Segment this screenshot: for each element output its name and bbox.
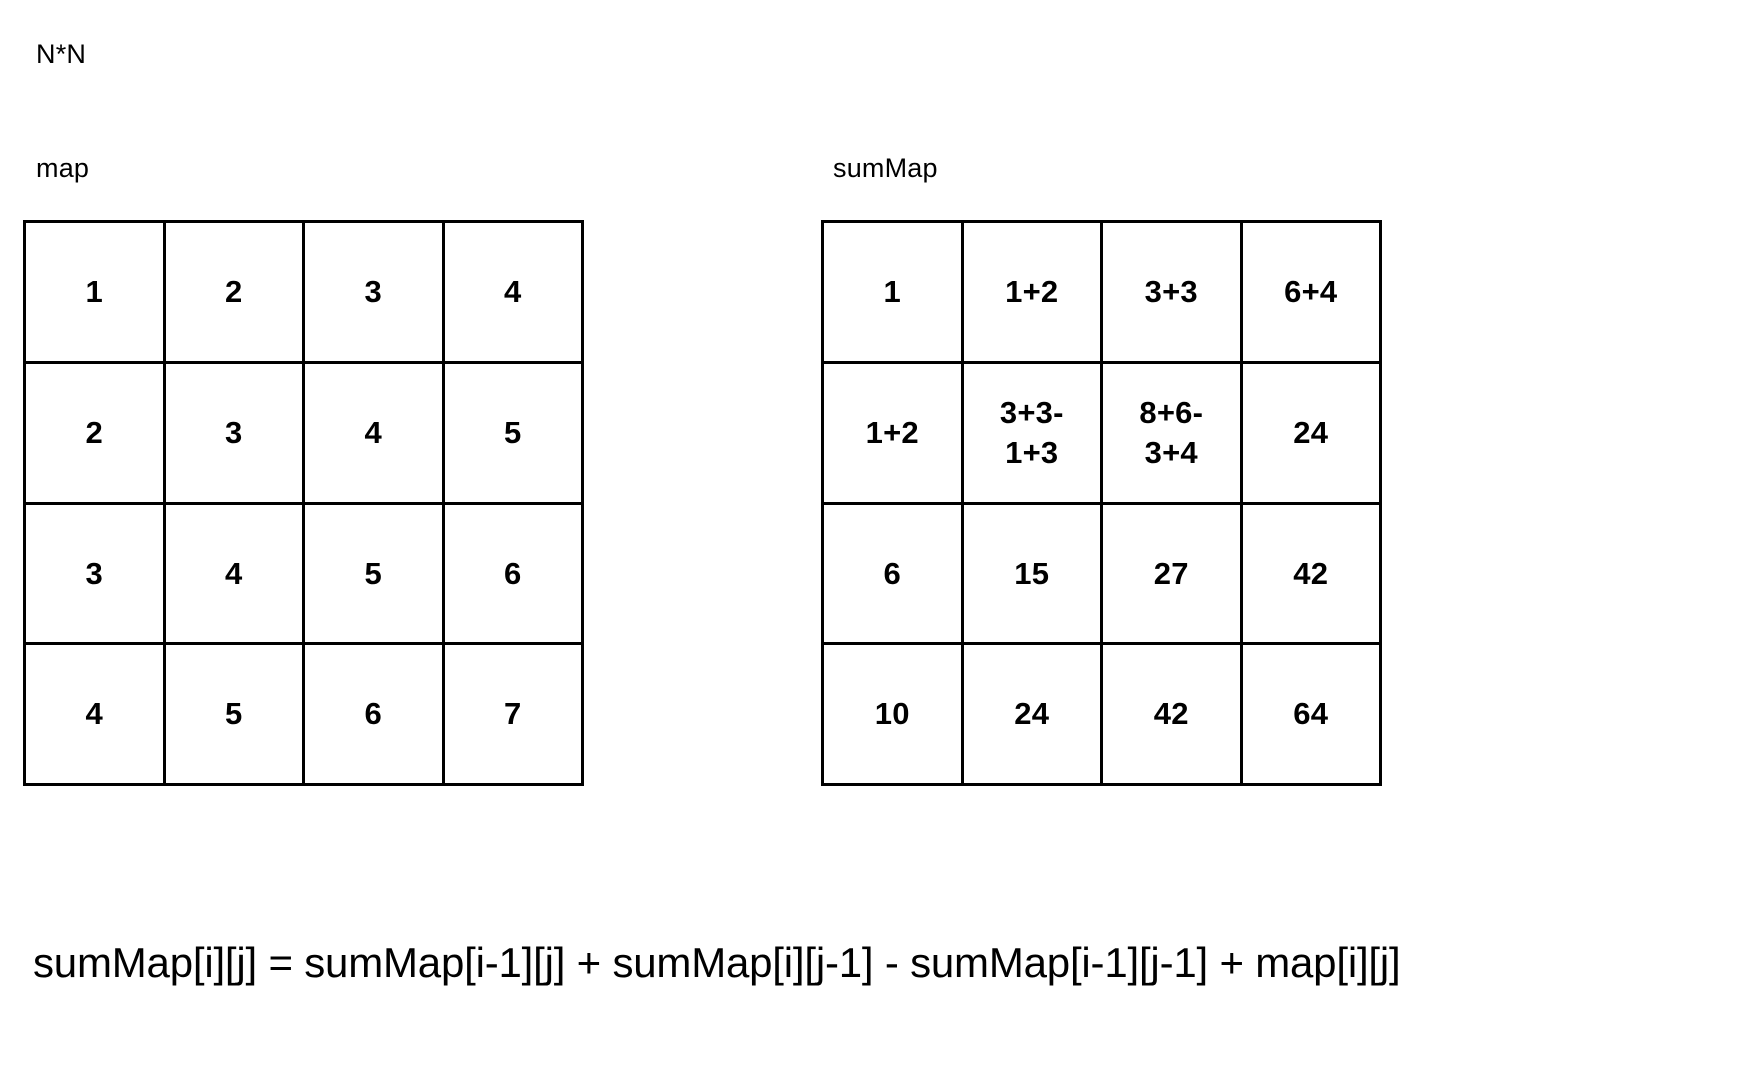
map-cell: 6 (305, 645, 445, 786)
summap-grid-label: sumMap (833, 153, 938, 183)
map-cell: 3 (26, 504, 166, 646)
map-cell: 4 (444, 223, 584, 364)
map-cell: 7 (444, 645, 584, 786)
map-cell: 3 (305, 223, 445, 364)
map-grid: 1 2 3 4 2 3 4 5 3 4 5 6 4 5 6 7 (23, 220, 584, 786)
map-cell: 5 (165, 645, 305, 786)
summap-cell: 8+6- 3+4 (1103, 363, 1243, 505)
map-cell: 1 (26, 223, 166, 364)
summap-cell: 27 (1103, 504, 1243, 646)
map-grid-label: map (36, 153, 90, 183)
dimension-label: N*N (36, 39, 87, 69)
summap-grid: 1 1+2 3+3 6+4 1+2 3+3- 1+3 8+6- 3+4 24 6… (821, 220, 1382, 786)
map-cell: 5 (305, 504, 445, 646)
map-cell: 3 (165, 363, 305, 505)
summap-cell: 1+2 (963, 223, 1103, 364)
summap-cell: 6+4 (1242, 223, 1382, 364)
summap-cell: 64 (1242, 645, 1382, 786)
map-cell: 5 (444, 363, 584, 505)
summap-cell: 6 (824, 504, 964, 646)
map-cell: 4 (165, 504, 305, 646)
map-cell: 6 (444, 504, 584, 646)
summap-cell: 1+2 (824, 363, 964, 505)
summap-cell: 42 (1242, 504, 1382, 646)
summap-cell: 10 (824, 645, 964, 786)
summap-cell: 42 (1103, 645, 1243, 786)
summap-cell: 15 (963, 504, 1103, 646)
summap-cell: 24 (1242, 363, 1382, 505)
map-cell: 2 (26, 363, 166, 505)
summap-cell: 3+3 (1103, 223, 1243, 364)
summap-cell: 24 (963, 645, 1103, 786)
summap-cell: 3+3- 1+3 (963, 363, 1103, 505)
recurrence-formula: sumMap[i][j] = sumMap[i-1][j] + sumMap[i… (33, 939, 1401, 986)
summap-cell: 1 (824, 223, 964, 364)
map-cell: 2 (165, 223, 305, 364)
map-cell: 4 (305, 363, 445, 505)
map-cell: 4 (26, 645, 166, 786)
